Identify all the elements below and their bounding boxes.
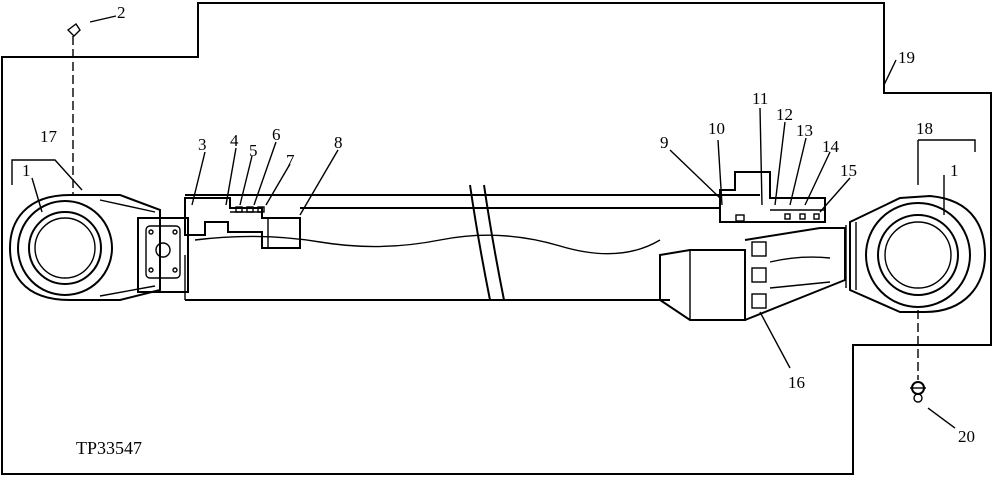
cylinder-barrel	[185, 184, 760, 321]
callout-10: 10	[708, 119, 725, 138]
callout-9: 9	[660, 133, 669, 152]
boundary-frame	[1, 2, 992, 475]
gland-head	[719, 171, 846, 321]
callout-8: 8	[334, 133, 343, 152]
callout-18: 18	[916, 119, 933, 138]
callout-12: 12	[776, 105, 793, 124]
callout-5: 5	[249, 141, 258, 160]
grease-fitting-left-icon	[66, 22, 81, 195]
right-rod-eye	[845, 194, 987, 313]
callout-13: 13	[796, 121, 813, 140]
callout-3: 3	[198, 135, 207, 154]
callout-2: 2	[117, 3, 126, 22]
left-mount-block	[137, 217, 189, 293]
callout-4: 4	[230, 131, 239, 150]
grease-fitting-right-icon	[910, 310, 926, 403]
left-rod-eye	[8, 194, 161, 301]
callout-14: 14	[822, 137, 840, 156]
leader-lines	[11, 15, 976, 429]
callout-6: 6	[272, 125, 281, 144]
callout-7: 7	[286, 151, 295, 170]
callout-labels: 1 1 2 3 4 5 6 7 8 9 10 11 12 13 14 15 16…	[22, 3, 975, 446]
callout-16: 16	[788, 373, 805, 392]
piston-assembly	[184, 197, 301, 300]
callout-1-left: 1	[22, 161, 31, 180]
callout-1-right: 1	[950, 161, 959, 180]
callout-20: 20	[958, 427, 975, 446]
callout-17: 17	[40, 127, 58, 146]
figure-reference: TP33547	[76, 438, 142, 458]
callout-11: 11	[752, 89, 768, 108]
callout-15: 15	[840, 161, 857, 180]
callout-19: 19	[898, 48, 915, 67]
